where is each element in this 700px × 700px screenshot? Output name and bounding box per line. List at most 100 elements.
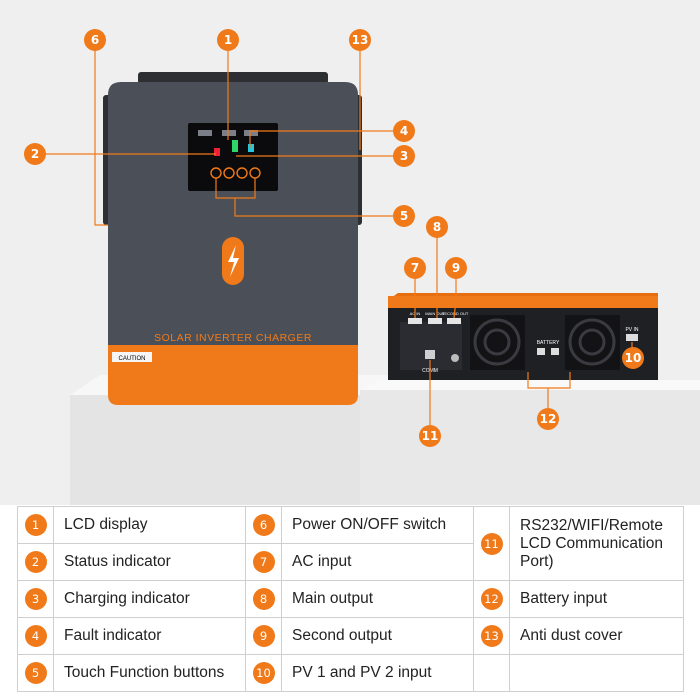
legend-number-cell: 11	[473, 506, 510, 581]
lcd-digit-2	[222, 130, 236, 136]
legend-text-cell: Charging indicator	[53, 580, 246, 618]
callout-line-4	[249, 130, 393, 148]
legend-text-cell: PV 1 and PV 2 input	[281, 654, 474, 692]
legend-label: Touch Function buttons	[64, 664, 225, 681]
legend-label: Second output	[292, 627, 392, 644]
main-out-label: MAIN OUT	[425, 311, 445, 316]
svg-text:10: 10	[625, 351, 642, 365]
status-indicator	[214, 148, 220, 156]
legend-row: 5 Touch Function buttons 10 PV 1 and PV 2 i…	[17, 654, 684, 692]
callout-12: 12	[537, 408, 559, 430]
legend-badge: 13	[480, 625, 503, 647]
fan-right-grill	[568, 318, 616, 366]
legend-text-cell	[509, 654, 684, 692]
pv-input-port[interactable]	[626, 334, 638, 341]
lcd-digit-1	[198, 130, 212, 136]
callout-line-5b	[234, 198, 393, 217]
pedestal-left	[70, 395, 410, 505]
second-output-port[interactable]	[447, 318, 461, 324]
svg-text:2: 2	[31, 147, 39, 161]
callout-7: 7	[404, 257, 426, 279]
legend-number-cell: 3	[17, 580, 54, 618]
callout-1: 1	[217, 29, 239, 51]
callout-badges: 1 2 3 4 5 6 7 8 9 10 11 12 13	[24, 29, 644, 447]
legend-number-cell: 13	[473, 617, 510, 655]
lightning-bolt-icon	[228, 245, 239, 277]
callout-2: 2	[24, 143, 46, 165]
legend-text-cell: Status indicator	[53, 543, 246, 581]
svg-text:4: 4	[400, 124, 408, 138]
callout-11: 11	[419, 425, 441, 447]
port-panel	[400, 322, 462, 370]
pedestal-top-right	[360, 380, 700, 390]
legend-badge: 3	[24, 588, 47, 610]
legend-text-cell: LCD display	[53, 506, 246, 544]
legend-label: PV 1 and PV 2 input	[292, 664, 432, 681]
inverter-diagram: SOLAR INVERTER CHARGER CAUTION COMM BATT…	[24, 29, 700, 505]
battery-terminal-minus[interactable]	[551, 348, 559, 355]
legend-number-cell: 8	[245, 580, 282, 618]
legend-number-cell: 10	[245, 654, 282, 692]
svg-text:9: 9	[452, 261, 460, 275]
svg-text:5: 5	[400, 209, 408, 223]
legend-text-cell: Main output	[281, 580, 474, 618]
main-output-port[interactable]	[428, 318, 442, 324]
legend-number-cell: 6	[245, 506, 282, 544]
legend-text-cell: Touch Function buttons	[53, 654, 246, 692]
front-label: SOLAR INVERTER CHARGER	[154, 332, 312, 344]
fan-left-grill	[473, 318, 521, 366]
rear-switch[interactable]	[451, 354, 459, 362]
fan-left	[470, 315, 525, 370]
legend-number-cell: 5	[17, 654, 54, 692]
legend-label: Main output	[292, 590, 373, 607]
inverter-bottom-panel	[108, 345, 358, 405]
legend-label: Charging indicator	[64, 590, 190, 607]
touch-button-2[interactable]	[223, 167, 235, 179]
callout-4: 4	[393, 120, 415, 142]
callout-9: 9	[445, 257, 467, 279]
callout-line-12a	[527, 372, 571, 389]
pedestal-right	[360, 390, 700, 505]
legend-badge: 6	[252, 514, 275, 536]
product-illustration: SOLAR INVERTER CHARGER CAUTION COMM BATT…	[0, 0, 700, 505]
battery-terminal-plus[interactable]	[537, 348, 545, 355]
legend-text-cell: Battery input	[509, 580, 684, 618]
callout-lines	[46, 50, 633, 425]
legend-text-cell: Fault indicator	[53, 617, 246, 655]
legend-label: AC input	[292, 553, 352, 570]
callout-13: 13	[349, 29, 371, 51]
battery-label: BATTERY	[537, 340, 560, 346]
legend-label: Fault indicator	[64, 627, 162, 644]
legend-badge: 9	[252, 625, 275, 647]
touch-button-3[interactable]	[236, 167, 248, 179]
svg-text:11: 11	[422, 429, 439, 443]
svg-text:1: 1	[224, 33, 232, 47]
legend-badge: 4	[24, 625, 47, 647]
svg-text:6: 6	[91, 33, 99, 47]
legend-badge: 12	[480, 588, 503, 610]
callout-3: 3	[393, 145, 415, 167]
callout-5: 5	[393, 205, 415, 227]
comm-port[interactable]	[425, 350, 435, 359]
legend-badge: 5	[24, 662, 47, 684]
legend-row: 3 Charging indicator 8 Main output 12 Battery…	[17, 580, 684, 618]
legend-number-cell: 9	[245, 617, 282, 655]
ac-input-port[interactable]	[408, 318, 422, 324]
legend-text-cell: Second output	[281, 617, 474, 655]
callout-8: 8	[426, 216, 448, 238]
svg-text:7: 7	[411, 261, 419, 275]
legend-badge: 7	[252, 551, 275, 573]
legend-label: LCD display	[64, 516, 148, 533]
legend-number-cell: 1	[17, 506, 54, 544]
pv-in-label: PV IN	[625, 327, 638, 333]
legend-number-cell: 2	[17, 543, 54, 581]
legend-text-cell: AC input	[281, 543, 474, 581]
inverter-body	[108, 82, 358, 345]
callout-10: 10	[622, 347, 644, 369]
legend-badge: 1	[24, 514, 47, 536]
fan-right	[565, 315, 620, 370]
